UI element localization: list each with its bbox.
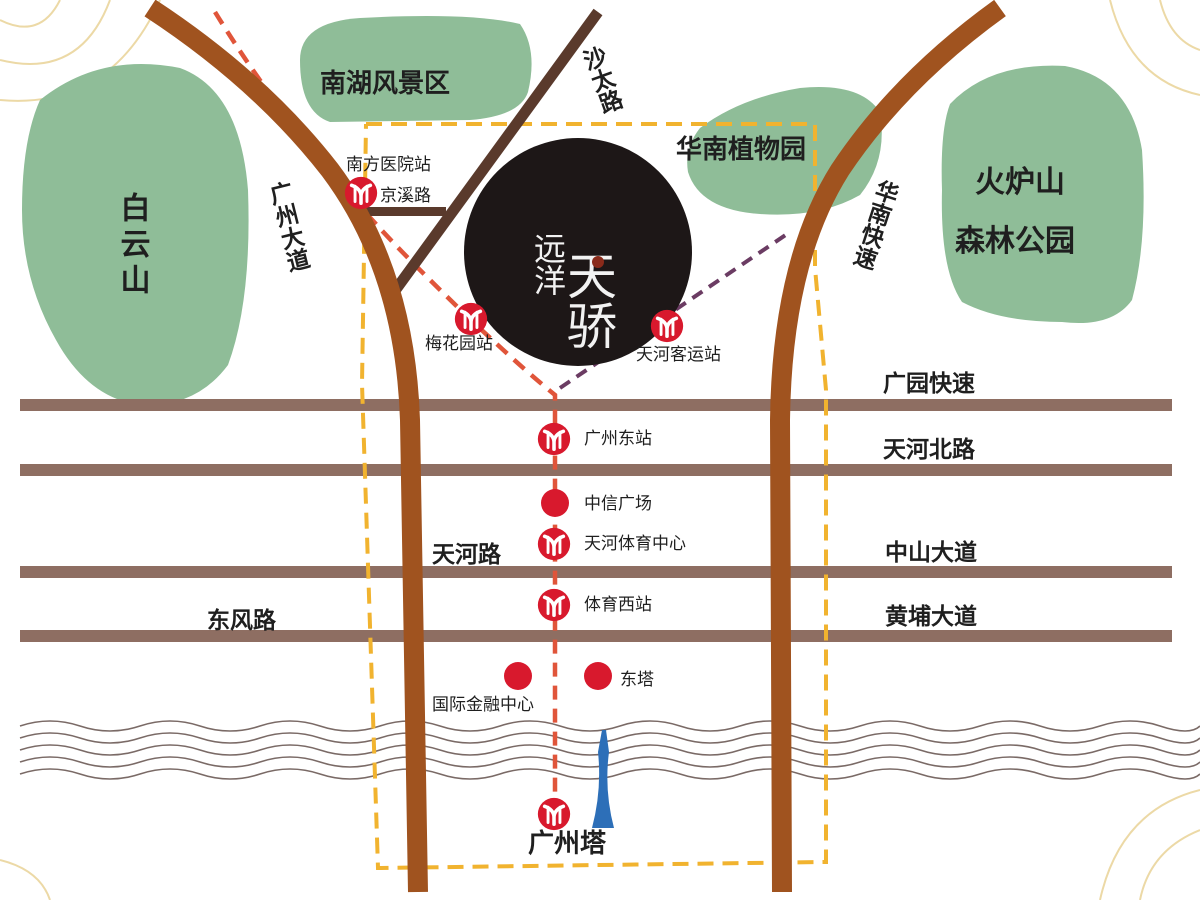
baiyun-label: 白云山 (115, 192, 150, 300)
nanhu-label: 南湖风景区 (320, 69, 450, 99)
guangyuan-expressway-label: 广园快速 (883, 370, 975, 397)
huanan-expressway-road (769, 0, 1006, 893)
metro-line (213, 10, 558, 812)
station-dot (541, 489, 569, 517)
tianhe-north-road (20, 464, 1172, 476)
station-dot (504, 662, 532, 690)
pearl-river (19, 720, 1200, 780)
project-name-line2: 天骄 (559, 250, 617, 350)
citic-plaza-label: 中信广场 (584, 494, 652, 514)
metro-station-icon (537, 797, 571, 831)
shatai-road (389, 8, 603, 296)
baiyun-mountain-area (22, 64, 249, 406)
tianhe-north-road-label: 天河北路 (883, 436, 976, 463)
ifc-label: 国际金融中心 (432, 695, 534, 715)
metro-station-icon (344, 176, 378, 210)
guangzhou-avenue-road (144, 0, 428, 893)
metro-station-icon (454, 302, 488, 336)
shatai-road-label: 沙太路 (576, 43, 626, 117)
metro-station-icon (537, 422, 571, 456)
metro-stations (344, 176, 684, 831)
metro-station-icon (537, 527, 571, 561)
guangzhou-east-station-label: 广州东站 (584, 429, 652, 449)
station-dot (584, 662, 612, 690)
tianhe-sports-center-label: 天河体育中心 (584, 534, 686, 554)
dongfeng-road-label: 东风路 (207, 607, 277, 634)
jingxi-road-label: 京溪路 (380, 186, 431, 206)
project-logo: 远洋 天骄 (464, 138, 692, 366)
canton-tower-icon (592, 730, 614, 828)
botanical-label: 华南植物园 (676, 134, 806, 165)
project-name-line1: 远洋 (529, 232, 567, 296)
huolushan-label-2: 森林公园 (955, 224, 1075, 259)
canton-tower-label: 广州塔 (528, 829, 607, 859)
metro-station-icon (650, 309, 684, 343)
huangpu-avenue-label: 黄埔大道 (885, 603, 977, 630)
tianhe-coach-station-label: 天河客运站 (636, 345, 721, 365)
guangzhou-avenue-label: 广州大道 (263, 178, 312, 275)
huangpu-avenue-road (20, 630, 1172, 642)
horizontal-roads (20, 399, 1172, 642)
project-area-boundary (359, 122, 828, 871)
huolushan-forest-area (941, 65, 1144, 324)
guangyuan-expressway-road (20, 399, 1172, 411)
metro-station-icon (537, 588, 571, 622)
meihuayuan-station-label: 梅花园站 (425, 334, 493, 354)
nanfang-hospital-station-label: 南方医院站 (346, 155, 431, 175)
east-tower-label: 东塔 (620, 670, 654, 690)
tiyu-xi-station-label: 体育西站 (584, 595, 652, 615)
zhongshan-avenue-road (20, 566, 1172, 578)
jingxi-road (360, 207, 446, 216)
tianhe-road-label: 天河路 (432, 541, 502, 568)
huolushan-label-1: 火炉山 (975, 165, 1065, 200)
nanhu-scenic-area (300, 16, 532, 122)
zhongshan-avenue-label: 中山大道 (885, 539, 977, 566)
